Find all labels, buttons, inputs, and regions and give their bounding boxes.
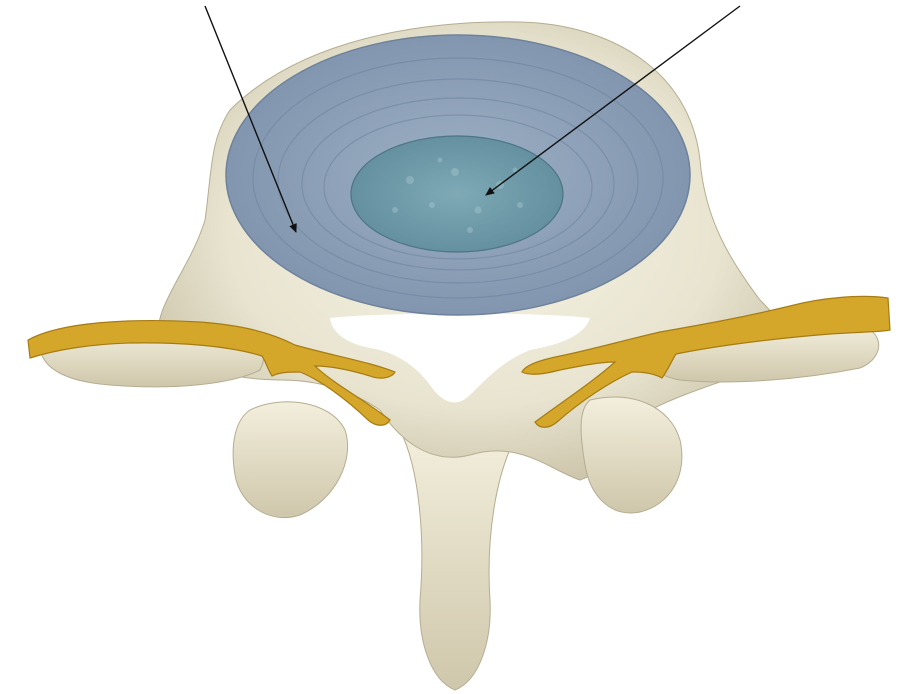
left-articular-process [233,402,347,518]
spinous-process [400,430,520,690]
nucleus-pulposus [351,136,563,252]
right-articular-process [581,397,682,513]
